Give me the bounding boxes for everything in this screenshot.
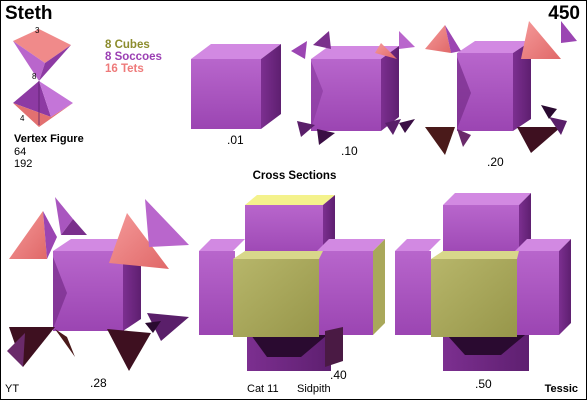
slice-10 xyxy=(291,31,415,145)
footer-right-label: Tessic xyxy=(544,383,578,395)
vertex-figure-shape xyxy=(13,29,73,127)
footer-left-label: YT xyxy=(5,383,20,395)
footer-sidpith-label: Sidpith xyxy=(297,383,331,395)
vertex-count-b: 192 xyxy=(14,158,33,170)
vertex-count-a: 64 xyxy=(14,146,27,158)
legend-item-tets: 16 Tets xyxy=(105,63,144,75)
vertex-corner-label: 8 xyxy=(32,72,37,81)
slice-label: .10 xyxy=(341,144,358,158)
slice-01 xyxy=(191,44,281,129)
vertex-corner-label: 4 xyxy=(20,114,25,123)
page-title: Steth xyxy=(5,3,53,24)
cross-sections-heading: Cross Sections xyxy=(252,170,337,182)
slice-50 xyxy=(395,193,571,371)
slice-20 xyxy=(425,21,577,155)
vertex-figure-title: Vertex Figure xyxy=(14,133,84,145)
legend-item-soccoes: 8 Soccoes xyxy=(105,51,162,63)
slice-28 xyxy=(7,197,189,371)
vertex-corner-label: 3 xyxy=(35,26,40,35)
slice-label: .40 xyxy=(330,368,347,382)
slice-label: .20 xyxy=(487,155,504,169)
polytope-number: 450 xyxy=(548,3,580,24)
slice-label: .28 xyxy=(90,376,107,390)
slice-label: .50 xyxy=(475,377,492,391)
slice-label: .01 xyxy=(227,133,244,147)
footer-category-label: Cat 11 xyxy=(247,383,279,395)
legend-item-cubes: 8 Cubes xyxy=(105,39,150,51)
slice-40 xyxy=(199,195,385,371)
